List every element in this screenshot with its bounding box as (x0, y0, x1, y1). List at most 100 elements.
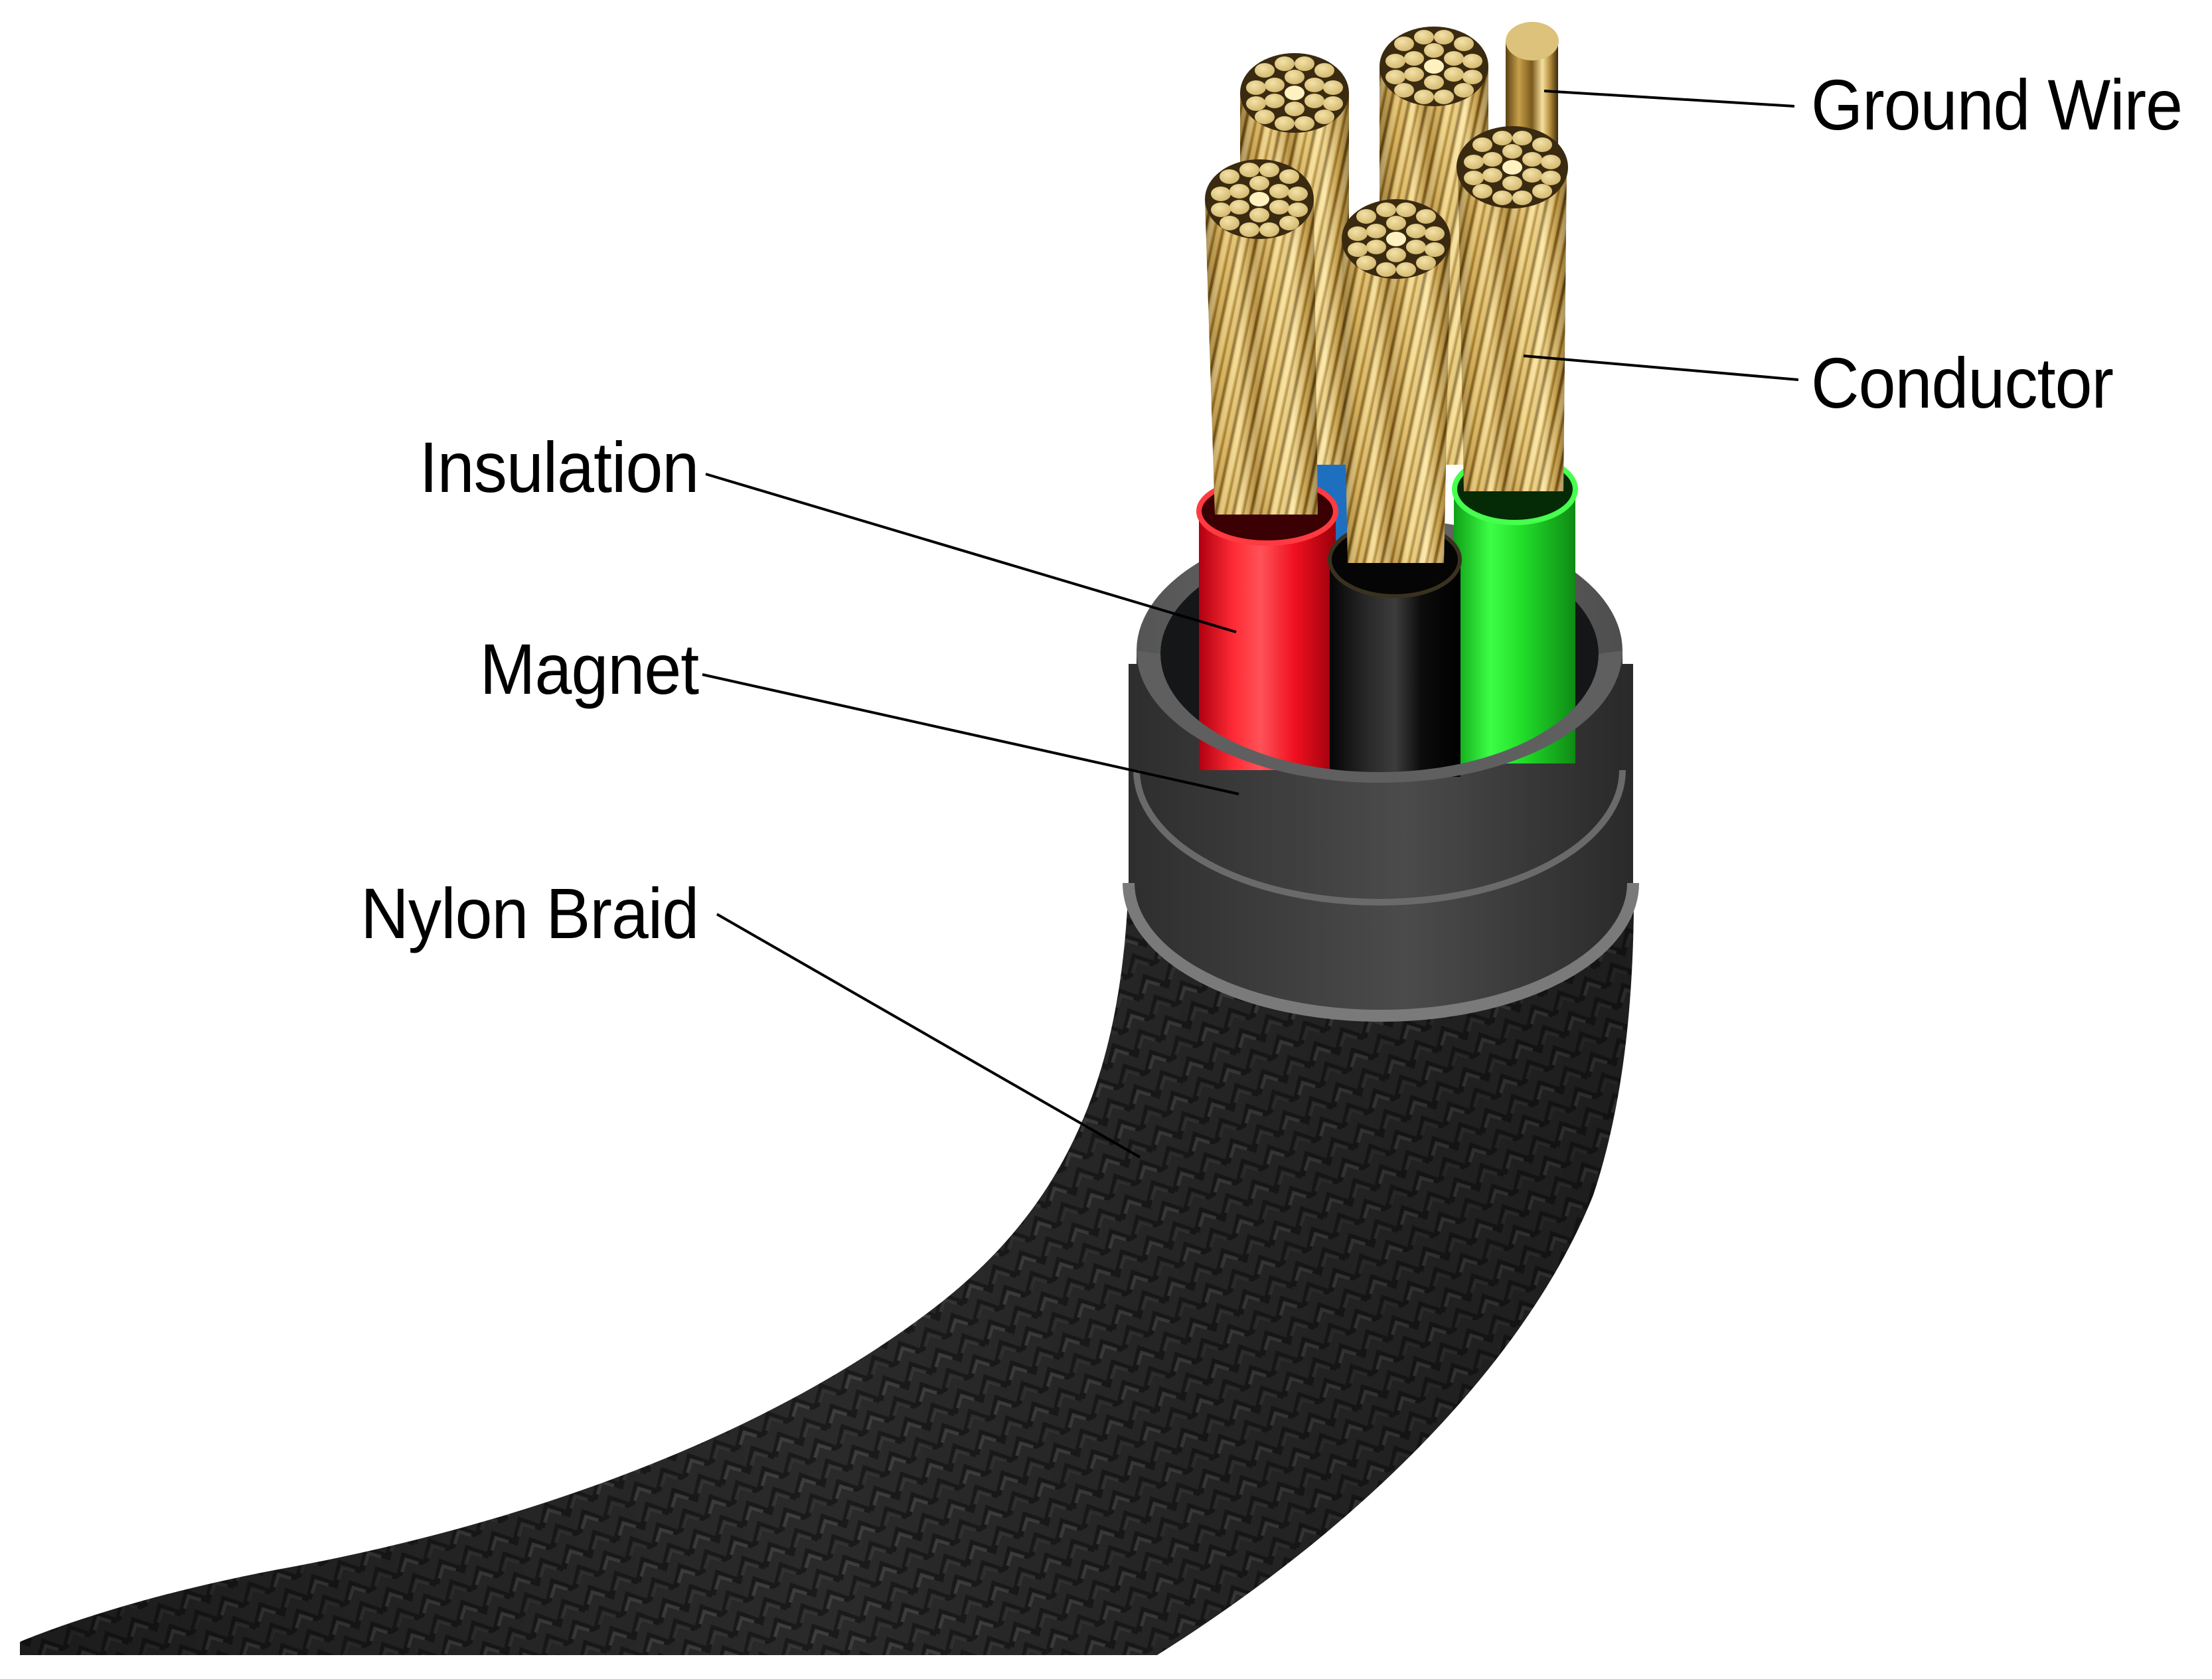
strand-end (1269, 200, 1289, 214)
strand-ends (1464, 131, 1561, 205)
strand-end (1220, 169, 1239, 184)
leader-lines (702, 90, 1799, 1159)
strand-end (1386, 232, 1406, 246)
strand-end (1249, 208, 1269, 222)
strand-end (1492, 131, 1512, 145)
strand-end (1522, 168, 1542, 183)
strand-end (1434, 90, 1454, 104)
strand-end (1454, 37, 1474, 51)
leader-magnet (702, 673, 1239, 795)
strand-end (1255, 110, 1275, 124)
conductor-black (1342, 199, 1451, 563)
strand-end (1541, 155, 1561, 169)
strand-end (1366, 240, 1386, 254)
strand-end (1424, 43, 1444, 58)
strand-end (1246, 80, 1266, 95)
strand-end (1424, 75, 1444, 90)
strand-end (1304, 78, 1324, 92)
strand-end (1385, 70, 1405, 84)
strand-end (1386, 248, 1406, 262)
strand-end (1314, 63, 1334, 78)
strand-end (1279, 216, 1299, 230)
strand-end (1279, 169, 1299, 184)
label-insulation: Insulation (419, 427, 699, 507)
conductor-green (1457, 126, 1568, 491)
strand-end (1464, 155, 1484, 169)
strand-end (1522, 152, 1542, 167)
strand-end (1246, 96, 1266, 111)
strand-end (1444, 51, 1464, 66)
strand-end (1269, 184, 1289, 199)
strand-end (1502, 176, 1522, 191)
strand-end (1416, 256, 1436, 270)
leader-insulation (705, 473, 1237, 633)
label-nylon-braid: Nylon Braid (360, 873, 699, 953)
strand-end (1239, 163, 1259, 177)
strand-end (1275, 56, 1295, 71)
strand-end (1356, 256, 1376, 270)
green-insulation (1452, 453, 1578, 763)
strand-end (1285, 70, 1304, 84)
strand-end (1472, 137, 1492, 152)
strand-end (1532, 137, 1552, 152)
strand-end (1502, 144, 1522, 159)
label-ground-wire: Ground Wire (1811, 64, 2183, 145)
strand-end (1482, 168, 1502, 183)
leader-nylon-braid (716, 913, 1141, 1159)
strand-end (1394, 37, 1414, 51)
strand-end (1462, 70, 1482, 84)
strand-end (1462, 54, 1482, 68)
strand-end (1406, 240, 1426, 254)
strand-end (1434, 30, 1454, 44)
strand-end (1406, 224, 1426, 238)
strand-end (1259, 163, 1279, 177)
strand-end (1288, 187, 1308, 201)
strand-end (1404, 51, 1424, 66)
strand-end (1348, 226, 1368, 241)
strand-end (1295, 116, 1314, 131)
strand-end (1259, 222, 1279, 237)
strand-end (1323, 96, 1343, 111)
strand-end (1512, 131, 1532, 145)
strand-end (1385, 54, 1405, 68)
strand-end (1211, 202, 1231, 217)
nylon-braid (20, 883, 1634, 1655)
strand-end (1255, 63, 1275, 78)
strand-end (1532, 184, 1552, 199)
strand-end (1541, 171, 1561, 185)
conductor-red (1205, 159, 1318, 515)
strand-end (1239, 222, 1259, 237)
strand-end (1285, 86, 1304, 100)
strand-end (1444, 67, 1464, 82)
strand-end (1249, 192, 1269, 206)
strand-end (1472, 184, 1492, 199)
strand-end (1512, 191, 1532, 205)
strand-end (1314, 110, 1334, 124)
strand-end (1265, 94, 1285, 108)
leader-conductor (1523, 355, 1799, 381)
strand-end (1323, 80, 1343, 95)
strand-end (1414, 30, 1434, 44)
strand-end (1502, 160, 1522, 175)
strand-end (1425, 226, 1445, 241)
strand-end (1492, 191, 1512, 205)
strand-end (1211, 187, 1231, 201)
strand-end (1220, 216, 1239, 230)
strand-end (1356, 209, 1376, 224)
strand-end (1424, 59, 1444, 74)
strand-end (1394, 83, 1414, 98)
strand-ends (1211, 163, 1308, 237)
strand-end (1366, 224, 1386, 238)
strand-ends (1385, 30, 1482, 104)
red-insulation (1196, 477, 1338, 770)
label-conductor: Conductor (1811, 343, 2114, 423)
strand-end (1464, 171, 1484, 185)
strand-end (1229, 200, 1249, 214)
strand-end (1229, 184, 1249, 199)
strand-end (1348, 242, 1368, 257)
strand-end (1285, 102, 1304, 116)
strand-end (1396, 202, 1416, 217)
label-magnet: Magnet (479, 629, 699, 709)
